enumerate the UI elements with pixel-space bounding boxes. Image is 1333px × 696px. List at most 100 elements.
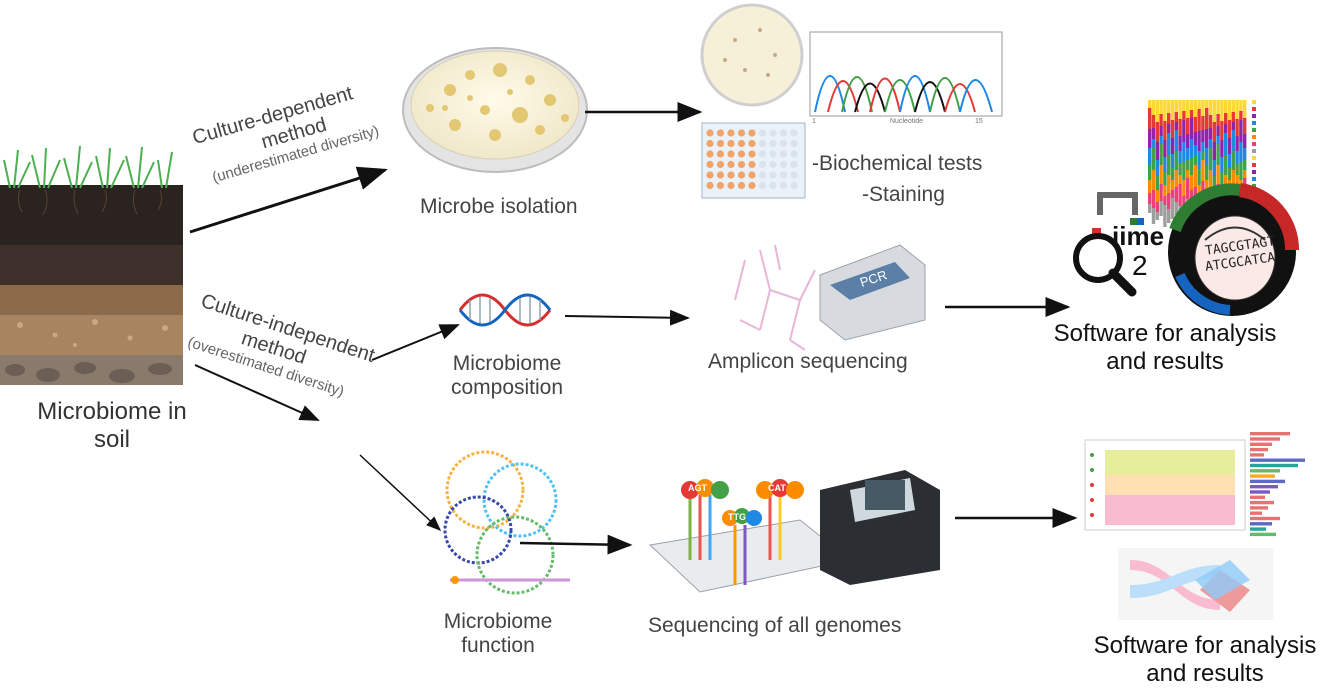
- stack-segment: [1148, 100, 1152, 108]
- software-top-line-1: Software for analysis: [1053, 320, 1277, 347]
- stack-segment: [1197, 169, 1201, 185]
- well: [758, 181, 767, 190]
- well: [748, 181, 756, 190]
- well: [737, 139, 746, 148]
- stack-segment: [1155, 202, 1159, 212]
- legend-swatch: [1252, 135, 1256, 139]
- stack-segment: [1155, 142, 1159, 160]
- stack-segment: [1151, 115, 1156, 128]
- legend-swatch: [1252, 149, 1256, 153]
- stack-segment: [1189, 175, 1194, 190]
- microbiome-composition-label: Microbiome composition: [427, 352, 587, 400]
- well: [769, 160, 777, 169]
- chromatogram-xlabel: Nucleotide: [890, 118, 924, 125]
- well: [706, 160, 714, 169]
- stack-segment: [1201, 142, 1205, 152]
- stack-segment: [1235, 136, 1239, 151]
- stack-segment: [1216, 114, 1220, 126]
- well: [748, 150, 756, 158]
- stack-segment: [1159, 201, 1163, 216]
- stack-segment: [1239, 120, 1243, 142]
- stack-segment: [1163, 205, 1167, 227]
- stack-segment: [1193, 156, 1197, 165]
- hbar: [1250, 437, 1280, 441]
- well: [706, 129, 714, 137]
- stack-segment: [1186, 178, 1190, 199]
- staining-label: -Staining: [862, 183, 945, 206]
- stack-segment: [1174, 151, 1178, 170]
- stack-segment: [1151, 170, 1156, 190]
- stack-segment: [1231, 151, 1235, 170]
- well: [716, 160, 725, 169]
- stack-segment: [1193, 132, 1197, 145]
- well: [716, 181, 725, 190]
- well: [716, 171, 725, 179]
- stack-segment: [1167, 209, 1171, 223]
- stack-segment: [1220, 157, 1224, 172]
- sequencing-all-genomes-label: Sequencing of all genomes: [648, 614, 902, 637]
- stack-segment: [1216, 136, 1220, 144]
- hbar: [1250, 506, 1268, 510]
- probe-label-1: AGT: [688, 483, 707, 493]
- stack-segment: [1189, 139, 1194, 158]
- stack-segment: [1231, 122, 1235, 130]
- stack-segment: [1212, 160, 1216, 176]
- stack-segment: [1170, 198, 1175, 219]
- stack-segment: [1197, 131, 1201, 151]
- hbar: [1250, 516, 1280, 521]
- well: [758, 139, 767, 148]
- well: [716, 129, 725, 137]
- stack-segment: [1155, 160, 1159, 176]
- stack-segment: [1243, 134, 1247, 148]
- chromatogram-tick-start: 1: [812, 118, 816, 125]
- stack-segment: [1159, 165, 1163, 184]
- soil-label: Microbiome in soil: [12, 398, 212, 453]
- well: [758, 150, 767, 158]
- stack-segment: [1208, 115, 1213, 128]
- probe-label-3: CAT: [768, 483, 786, 493]
- stack-segment: [1163, 185, 1167, 196]
- dna-helix-illustration: [458, 293, 552, 327]
- soil-profile-illustration: [0, 145, 183, 385]
- stack-segment: [1182, 111, 1186, 120]
- software-top-line-2: and results: [1106, 347, 1224, 375]
- stack-segment: [1208, 170, 1213, 190]
- stack-segment: [1189, 158, 1194, 175]
- stack-segment: [1243, 100, 1247, 118]
- stack-segment: [1220, 172, 1224, 185]
- stack-segment: [1212, 142, 1216, 160]
- stack-segment: [1148, 129, 1152, 148]
- stack-segment: [1151, 139, 1156, 148]
- hbar: [1250, 442, 1272, 446]
- stack-segment: [1178, 175, 1182, 184]
- stack-segment: [1182, 162, 1186, 180]
- stack-segment: [1174, 112, 1178, 122]
- biochemical-tests-label: -Biochemical tests: [812, 152, 983, 175]
- well-plate-illustration: [701, 122, 806, 199]
- stack-segment: [1235, 175, 1239, 184]
- stack-segment: [1178, 164, 1182, 175]
- function-line-1: Microbiome: [443, 610, 553, 633]
- stack-segment: [1170, 168, 1175, 180]
- hbar: [1250, 447, 1268, 452]
- stack-segment: [1201, 116, 1205, 130]
- stack-segment: [1197, 151, 1201, 169]
- stack-segment: [1235, 151, 1239, 164]
- chromatogram-chart: [809, 31, 1003, 117]
- hbar: [1250, 432, 1290, 436]
- legend-swatch: [1252, 156, 1256, 160]
- soil-label-line-2: soil: [93, 425, 130, 453]
- stack-segment: [1239, 142, 1243, 162]
- well: [790, 129, 798, 137]
- software-top-label: Software for analysis and results: [1030, 320, 1300, 375]
- stack-segment: [1243, 148, 1247, 160]
- hbar: [1250, 495, 1265, 499]
- small-dish-illustration: [700, 3, 804, 107]
- hbar: [1250, 511, 1262, 515]
- stack-segment: [1167, 100, 1171, 113]
- well: [706, 139, 714, 148]
- stack-segment: [1220, 140, 1224, 157]
- amplicon-branches-illustration: [734, 244, 816, 351]
- well: [758, 160, 767, 169]
